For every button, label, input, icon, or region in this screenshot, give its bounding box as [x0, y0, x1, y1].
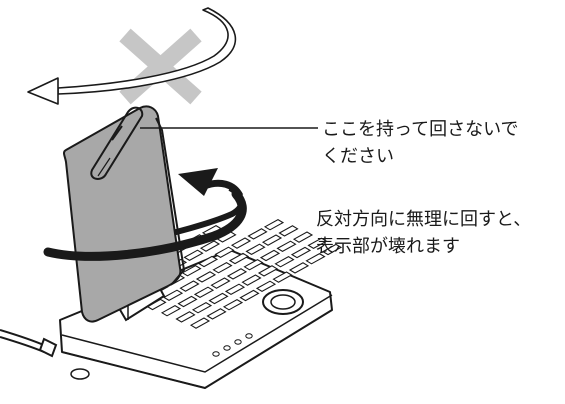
wrong-direction-arrow-icon: [27, 7, 237, 105]
small-round-button: [245, 333, 253, 339]
keyboard-key: [191, 301, 213, 314]
keyboard-key: [257, 265, 279, 277]
keyboard-key: [261, 234, 283, 246]
keyboard-key: [228, 252, 250, 265]
callout-hold-here: ここを持って回さないで ください: [322, 116, 519, 170]
keyboard-key: [206, 308, 227, 320]
keyboard-key: [226, 268, 248, 280]
keyboard-key: [189, 317, 211, 329]
keyboard-key: [307, 237, 328, 250]
callout-warning-line-2: 表示部が壊れます: [316, 236, 460, 257]
callout-warning-line-1: 反対方向に無理に回すと、: [316, 209, 532, 230]
keyboard-key: [214, 246, 235, 259]
keyboard-key: [183, 249, 204, 262]
keyboard-key: [278, 225, 299, 237]
keyboard-key: [305, 252, 326, 265]
keyboard-key: [239, 289, 260, 302]
keyboard-key: [272, 271, 293, 283]
rotate-arrow-icon: [43, 168, 247, 261]
keyboard-key: [263, 218, 285, 231]
keyboard-key: [255, 280, 277, 293]
power-cable: [0, 329, 58, 358]
keyboard-key: [259, 249, 281, 262]
small-round-button: [212, 351, 220, 357]
keyboard-key: [276, 240, 297, 253]
callout-warning: 反対方向に無理に回すと、 表示部が壊れます: [316, 206, 531, 260]
keyboard-key: [208, 292, 229, 305]
keyboard-key: [321, 243, 343, 256]
keyboard-key: [197, 255, 219, 268]
small-round-button: [223, 345, 231, 351]
keyboard-key: [222, 298, 244, 311]
small-round-button: [234, 339, 242, 345]
keyboard-key: [290, 246, 312, 259]
keyboard-key: [199, 240, 221, 252]
keyboard-key: [292, 231, 314, 243]
keyboard-key: [245, 243, 266, 256]
keyboard-key: [177, 295, 198, 308]
keyboard-key: [179, 280, 200, 292]
keyboard-key: [162, 289, 184, 302]
keyboard-key: [175, 311, 196, 323]
grip-area: [90, 106, 144, 180]
keyboard-key: [181, 264, 202, 277]
keyboard-key: [224, 283, 246, 296]
keyboard-key: [243, 258, 264, 271]
callout-hold-line-1: ここを持って回さないで: [322, 119, 519, 140]
keyboard-key: [195, 271, 217, 283]
callout-hold-line-2: ください: [322, 146, 394, 167]
keyboard-key: [241, 274, 262, 286]
cursor-dial: [262, 289, 304, 315]
keyboard-key: [230, 237, 252, 249]
display-panel: [62, 105, 186, 323]
prohibit-x-icon: [119, 28, 202, 105]
keyboard-key: [210, 277, 231, 289]
keyboard-key: [160, 304, 182, 317]
keyboard-key: [193, 286, 215, 299]
keyboard-key: [288, 262, 310, 274]
keyboard-key: [247, 228, 268, 240]
keyboard-key: [212, 261, 233, 274]
keyboard-key: [274, 255, 295, 268]
